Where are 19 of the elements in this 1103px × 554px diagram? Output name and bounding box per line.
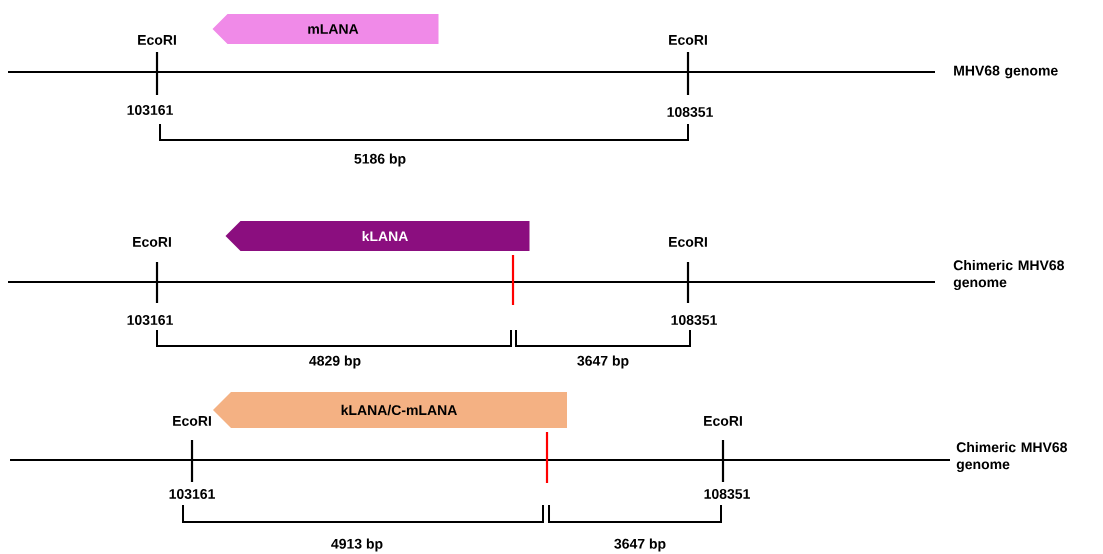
length-label: 4829 bp <box>309 355 361 369</box>
site-label: EcoRI <box>138 35 176 45</box>
position-label: 108351 <box>671 315 717 325</box>
position-label: 103161 <box>127 105 173 115</box>
position-label: 108351 <box>704 489 750 499</box>
site-label: EcoRI <box>669 35 707 45</box>
position-label: 103161 <box>169 489 215 499</box>
length-label: 3647 bp <box>577 355 629 369</box>
genome-label: Chimeric MHV68 genome <box>956 441 1067 473</box>
genome-label: MHV68 genome <box>954 65 1058 79</box>
length-label: 5186 bp <box>354 153 406 167</box>
length-label: 4913 bp <box>331 538 383 552</box>
site-label: EcoRI <box>669 237 707 247</box>
site-label: EcoRI <box>704 416 742 426</box>
position-label: 108351 <box>667 107 713 117</box>
length-label: 3647 bp <box>614 538 666 552</box>
site-label: EcoRI <box>133 237 171 247</box>
genome-label: Chimeric MHV68 genome <box>953 259 1064 291</box>
position-label: 103161 <box>127 315 173 325</box>
